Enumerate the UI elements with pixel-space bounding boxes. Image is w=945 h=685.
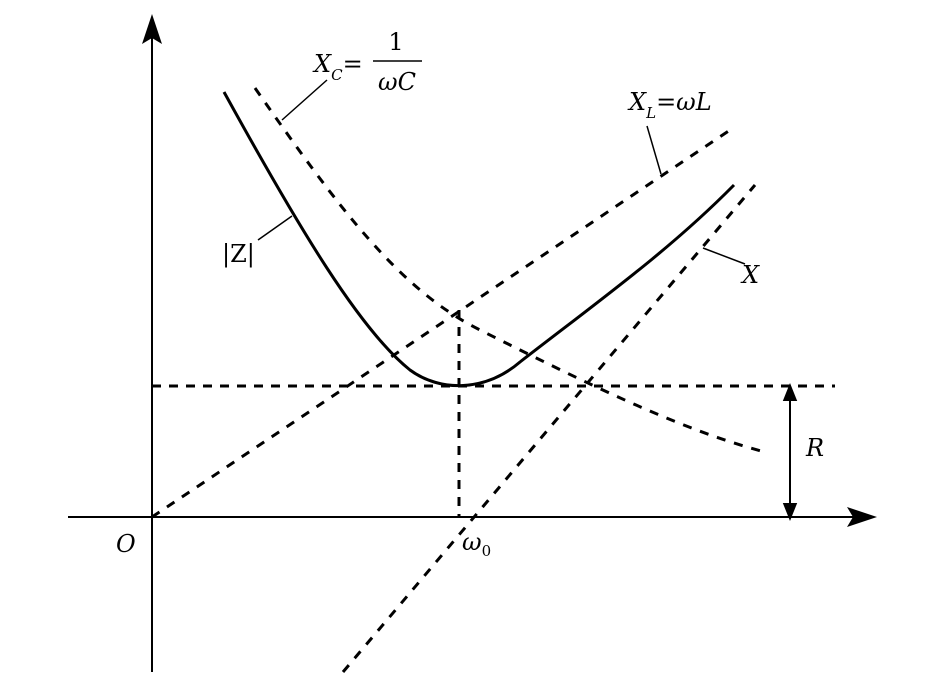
z-leader (257, 215, 293, 241)
r-label: R (805, 434, 824, 462)
xl-subscript: L (645, 104, 656, 122)
xc-leader (281, 79, 328, 121)
xc-equals: = (343, 50, 363, 78)
omega-subscript: 0 (482, 542, 492, 560)
z-label: |Z| (222, 240, 255, 269)
xl-symbol: X (627, 88, 647, 116)
xc-subscript: C (331, 66, 343, 84)
x-leader (702, 247, 746, 265)
xc-label: XC= (312, 50, 363, 84)
xc-numerator: 1 (388, 28, 403, 56)
impedance-curve (222, 91, 736, 387)
xl-equals: =ωL (656, 88, 712, 116)
xc-curve (253, 87, 766, 454)
xl-label: XL=ωL (627, 88, 712, 122)
xc-denominator: ωC (378, 68, 416, 96)
omega-symbol: ω (462, 528, 482, 556)
reactance-x-line (341, 184, 757, 673)
xl-leader (646, 125, 662, 175)
omega0-label: ω0 (462, 528, 491, 560)
xc-symbol: X (312, 50, 332, 78)
origin-label: O (116, 530, 136, 558)
xl-line (151, 128, 731, 519)
x-label: X (740, 261, 760, 289)
